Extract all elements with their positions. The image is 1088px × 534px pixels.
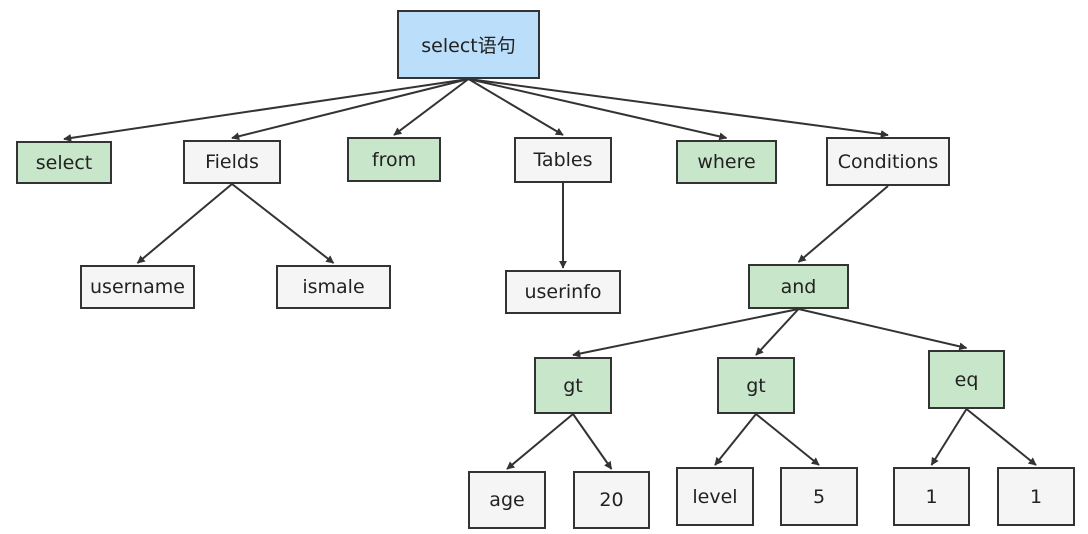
- edge-root-to-conditions: [468, 78, 889, 139]
- node-and: and: [748, 264, 849, 309]
- node-level: level: [676, 467, 754, 526]
- node-gt-level: gt: [717, 357, 795, 414]
- edge-conditions-to-and: [797, 185, 889, 263]
- edge-root-to-from: [393, 78, 470, 136]
- node-where: where: [676, 140, 777, 184]
- node-userinfo: userinfo: [505, 270, 621, 314]
- node-value-1-right: 1: [997, 467, 1075, 526]
- edge-eq-to-one_a: [930, 408, 968, 466]
- edge-and-to-gt1: [572, 308, 799, 358]
- edge-fields-to-username: [136, 183, 233, 264]
- edge-gt2-to-level: [714, 413, 757, 466]
- node-conditions: Conditions: [826, 137, 950, 186]
- edge-root-to-where: [468, 78, 728, 141]
- edge-root-to-tables: [467, 78, 564, 136]
- node-value-5: 5: [780, 467, 858, 526]
- edge-root-to-select: [63, 78, 469, 142]
- node-select: select: [16, 141, 112, 184]
- edge-fields-to-ismale: [231, 183, 335, 264]
- edge-eq-to-one_b: [965, 408, 1037, 466]
- node-from: from: [347, 137, 441, 182]
- node-value-1-left: 1: [893, 467, 970, 526]
- node-username: username: [80, 265, 195, 309]
- edge-gt1-to-age: [506, 413, 574, 470]
- root-node-select-statement: select语句: [397, 10, 540, 79]
- node-eq: eq: [928, 350, 1005, 409]
- node-gt-age: gt: [534, 357, 612, 414]
- edge-gt2-to-v5: [755, 413, 820, 466]
- edge-gt1-to-v20: [572, 413, 613, 470]
- node-tables: Tables: [514, 137, 612, 183]
- node-ismale: ismale: [276, 265, 391, 309]
- node-value-20: 20: [573, 471, 650, 529]
- node-age: age: [468, 471, 546, 529]
- edge-and-to-eq: [798, 308, 968, 351]
- edge-and-to-gt2: [755, 308, 800, 356]
- node-fields: Fields: [183, 140, 281, 184]
- edge-root-to-fields: [231, 78, 469, 141]
